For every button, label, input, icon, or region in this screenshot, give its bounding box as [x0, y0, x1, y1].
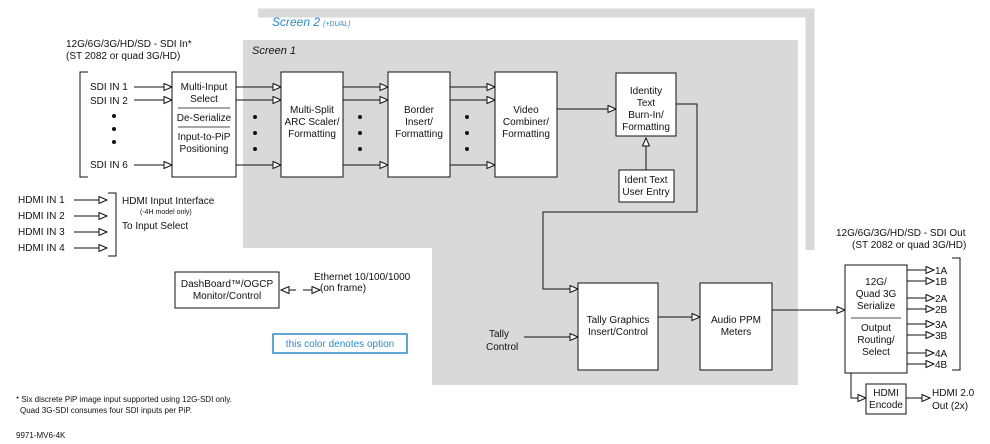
svg-text:User Entry: User Entry — [622, 187, 669, 198]
sdi-out-bracket — [952, 257, 961, 371]
svg-text:Quad 3G: Quad 3G — [856, 289, 897, 300]
hdmi-out-label-2: Out (2x) — [932, 401, 968, 412]
svg-text:Border: Border — [404, 105, 435, 116]
block-ident-entry: Ident Text User Entry — [618, 169, 675, 203]
svg-text:Formatting: Formatting — [502, 129, 550, 140]
svg-text:Positioning: Positioning — [180, 144, 229, 155]
footnote-1: * Six discrete PiP image input supported… — [16, 395, 232, 404]
arrows-border-to-combiner — [450, 87, 495, 165]
sdi-in-bracket — [79, 71, 88, 178]
svg-text:12G/: 12G/ — [865, 277, 887, 288]
block-serialize: 12G/ Quad 3G Serialize Output Routing/ S… — [844, 264, 908, 374]
screen1-label: Screen 1 — [252, 45, 296, 57]
sdi-in-6-label: SDI IN 6 — [90, 160, 128, 171]
hdmi-in-2-label: HDMI IN 2 — [18, 211, 65, 222]
svg-text:ARC Scaler/: ARC Scaler/ — [284, 117, 339, 128]
block-input-select: Multi-Input Select De-Serialize Input-to… — [171, 71, 237, 178]
sdi-in-2-label: SDI IN 2 — [90, 96, 128, 107]
screen2-note: (+DUAL) — [323, 21, 350, 28]
svg-text:Output: Output — [861, 323, 891, 334]
svg-text:Multi-Split: Multi-Split — [290, 105, 334, 116]
screen2-label: Screen 2 — [272, 15, 320, 29]
hdmi-out-label-1: HDMI 2.0 — [932, 388, 975, 399]
svg-text:Multi-Input: Multi-Input — [181, 82, 228, 93]
arrows-select-to-scaler — [236, 87, 281, 165]
arrows-scaler-to-border — [343, 87, 388, 165]
footnote-2: Quad 3G-SDI consumes four SDI inputs per… — [20, 406, 192, 415]
arrow-serialize-to-hdmi — [850, 373, 866, 398]
svg-text:this color denotes option: this color denotes option — [286, 339, 394, 350]
sdi-out-header-1: 12G/6G/3G/HD/SD - SDI Out — [836, 228, 966, 239]
svg-text:De-Serialize: De-Serialize — [177, 113, 232, 124]
path-identity-to-tally — [542, 103, 698, 289]
svg-text:Encode: Encode — [869, 400, 903, 411]
svg-text:Meters: Meters — [721, 327, 752, 338]
svg-text:Text: Text — [637, 98, 656, 109]
hdmi-note-1: HDMI Input Interface — [122, 196, 215, 207]
hdmi-in-3-label: HDMI IN 3 — [18, 227, 65, 238]
sdi-out-1b: 1B — [935, 277, 948, 288]
sdi-in-ellipsis — [112, 114, 116, 144]
ethernet-label-1: Ethernet 10/100/1000 — [314, 272, 411, 283]
svg-text:Insert/: Insert/ — [405, 117, 433, 128]
sdi-out-4b: 4B — [935, 360, 948, 371]
svg-text:Insert/Control: Insert/Control — [588, 327, 648, 338]
sdi-out-1a: 1A — [935, 266, 948, 277]
sdi-out-4a: 4A — [935, 349, 948, 360]
sdi-out-3b: 3B — [935, 331, 948, 342]
svg-text:Input-to-PiP: Input-to-PiP — [178, 132, 231, 143]
tally-control-label-2: Control — [486, 342, 518, 353]
sdi-out-2a: 2A — [935, 294, 948, 305]
svg-text:Select: Select — [862, 347, 890, 358]
hdmi-note-3: To Input Select — [122, 221, 188, 232]
svg-text:Combiner/: Combiner/ — [503, 117, 549, 128]
tally-control-label-1: Tally — [489, 329, 509, 340]
svg-text:Formatting: Formatting — [395, 129, 443, 140]
svg-text:Formatting: Formatting — [622, 122, 670, 133]
block-border: Border Insert/ Formatting — [387, 71, 451, 178]
sdi-out-header-2: (ST 2082 or quad 3G/HD) — [852, 240, 966, 251]
hdmi-note-2: (-4H model only) — [140, 209, 192, 216]
block-dashboard: DashBoard™/OGCP Monitor/Control — [174, 271, 280, 309]
hdmi-in-bracket — [108, 192, 117, 257]
block-audio-ppm: Audio PPM Meters — [699, 282, 773, 371]
svg-text:Formatting: Formatting — [288, 129, 336, 140]
option-legend: this color denotes option — [272, 333, 408, 354]
svg-text:Audio PPM: Audio PPM — [711, 315, 761, 326]
block-identity: Identity Text Burn-In/ Formatting — [615, 72, 677, 137]
svg-text:Tally Graphics: Tally Graphics — [587, 315, 650, 326]
sdi-out-2b: 2B — [935, 305, 948, 316]
sdi-out-arrows — [907, 270, 934, 364]
sdi-out-3a: 3A — [935, 320, 948, 331]
block-combiner: Video Combiner/ Formatting — [494, 71, 558, 178]
svg-text:Identity: Identity — [630, 86, 662, 97]
svg-text:Ident Text: Ident Text — [624, 175, 667, 186]
svg-text:HDMI: HDMI — [873, 388, 899, 399]
sdi-in-1-label: SDI IN 1 — [90, 82, 128, 93]
block-tally-graphics: Tally Graphics Insert/Control — [577, 282, 659, 371]
sdi-in-header-2: (ST 2082 or quad 3G/HD) — [66, 51, 180, 62]
part-number: 9971-MV6-4K — [16, 431, 66, 440]
block-hdmi-encode: HDMI Encode — [865, 383, 907, 415]
svg-text:Video: Video — [513, 105, 539, 116]
svg-text:DashBoard™/OGCP: DashBoard™/OGCP — [181, 279, 274, 290]
screen2-region — [258, 8, 815, 250]
svg-text:Select: Select — [190, 94, 218, 105]
svg-text:Serialize: Serialize — [857, 301, 896, 312]
svg-text:Burn-In/: Burn-In/ — [628, 110, 664, 121]
hdmi-in-4-label: HDMI IN 4 — [18, 243, 65, 254]
block-scaler: Multi-Split ARC Scaler/ Formatting — [280, 71, 344, 178]
ethernet-label-2: (on frame) — [320, 283, 366, 294]
svg-text:Monitor/Control: Monitor/Control — [193, 291, 261, 302]
svg-text:Routing/: Routing/ — [857, 335, 894, 346]
hdmi-in-1-label: HDMI IN 1 — [18, 195, 65, 206]
sdi-in-header-1: 12G/6G/3G/HD/SD - SDI In* — [66, 39, 192, 50]
